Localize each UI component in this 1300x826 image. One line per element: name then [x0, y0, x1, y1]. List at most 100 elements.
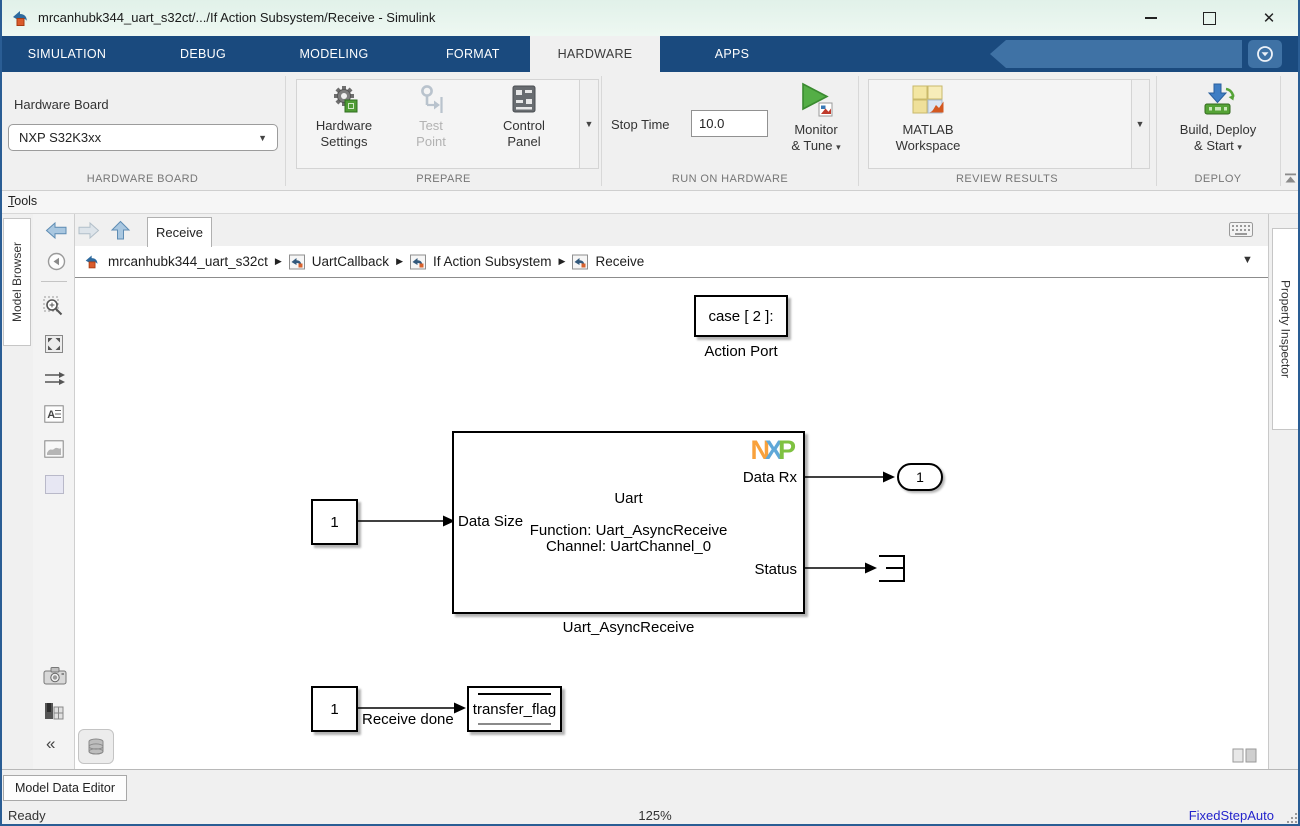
- keyboard-shortcuts-button[interactable]: [1229, 222, 1253, 242]
- fit-to-view-icon: [45, 335, 63, 353]
- close-icon: ✕: [1262, 10, 1276, 27]
- window-border-bottom: [0, 824, 1300, 826]
- collapse-palette-button[interactable]: «: [46, 734, 56, 753]
- tab-receive[interactable]: Receive: [147, 217, 212, 247]
- subsystem-icon: [409, 254, 426, 269]
- area-box-button[interactable]: [45, 475, 64, 494]
- action-port-block[interactable]: case [ 2 ]:: [694, 295, 788, 337]
- close-button[interactable]: ✕: [1246, 0, 1292, 36]
- up-to-parent-button[interactable]: [110, 220, 131, 246]
- viewmark-camera-button[interactable]: [43, 666, 67, 690]
- monitor-tune-label-2: & Tune: [791, 138, 833, 153]
- matlab-workspace-button[interactable]: MATLAB Workspace: [868, 80, 988, 166]
- up-arrow-icon: [110, 220, 131, 240]
- hide-toolstrip-button[interactable]: [1248, 40, 1282, 68]
- chevron-down-icon: ▼: [1135, 119, 1145, 129]
- uart-block-title: Uart: [614, 490, 643, 507]
- signal-routing-button[interactable]: [43, 371, 66, 392]
- uart-channel-line: Channel: UartChannel_0: [545, 538, 712, 555]
- pager-panes-icon: [1232, 748, 1257, 763]
- tools-menu[interactable]: Tools: [8, 194, 38, 208]
- solver-link[interactable]: FixedStepAuto: [1188, 808, 1274, 823]
- hide-explorer-bar-button[interactable]: [47, 252, 66, 276]
- tab-apps[interactable]: APPS: [714, 47, 750, 61]
- hardware-board-value: NXP S32K3xx: [19, 130, 102, 145]
- maximize-button[interactable]: [1186, 0, 1232, 36]
- breadcrumb-item-uartcallback[interactable]: UartCallback: [311, 254, 390, 269]
- action-port-text: case [ 2 ]:: [708, 307, 774, 325]
- prepare-gallery-caret[interactable]: ▼: [580, 79, 599, 169]
- hardware-board-select[interactable]: NXP S32K3xx ▼: [8, 124, 278, 151]
- data-store-name: transfer_flag: [472, 700, 557, 718]
- control-panel-button[interactable]: Control Panel: [472, 80, 576, 166]
- property-inspector-label: Property Inspector: [1278, 279, 1293, 379]
- breadcrumb-dropdown-caret[interactable]: ▼: [1242, 254, 1253, 266]
- breadcrumb-item-if-action-subsystem[interactable]: If Action Subsystem: [432, 254, 552, 269]
- camera-icon: [43, 667, 67, 685]
- group-label-hardware-board: HARDWARE BOARD: [86, 173, 199, 185]
- breadcrumb-bar: [75, 246, 1268, 277]
- control-panel-label-2: Panel: [507, 134, 541, 149]
- nxp-logo: NXP: [750, 435, 796, 465]
- minimize-button[interactable]: [1128, 0, 1174, 36]
- uart-block-label: Uart_AsyncReceive: [562, 619, 695, 636]
- fit-to-view-button[interactable]: [44, 334, 64, 359]
- data-store-write-block[interactable]: transfer_flag: [467, 686, 562, 732]
- uart-asyncreceive-block[interactable]: NXP Data Rx Uart Data Size Function: Uar…: [452, 431, 805, 614]
- tab-hardware[interactable]: HARDWARE: [530, 36, 660, 72]
- data-store-top-line: [478, 693, 551, 695]
- image-button[interactable]: [44, 440, 64, 463]
- group-label-review-results: REVIEW RESULTS: [956, 173, 1058, 185]
- database-stack-icon: [88, 738, 104, 754]
- outport-number: 1: [916, 469, 924, 485]
- zoom-region-icon: [43, 296, 63, 316]
- chevron-down-icon: ▼: [584, 119, 594, 129]
- port-label-status: Status: [754, 561, 797, 578]
- outport-block[interactable]: 1: [897, 463, 943, 491]
- breadcrumb-item-model[interactable]: mrcanhubk344_uart_s32ct: [108, 254, 268, 269]
- build-deploy-button[interactable]: Build, Deploy & Start ▾: [1162, 80, 1274, 172]
- hardware-settings-icon: [334, 86, 358, 113]
- tab-debug[interactable]: DEBUG: [180, 47, 226, 61]
- review-results-gallery-caret[interactable]: ▼: [1131, 79, 1150, 169]
- back-button[interactable]: [45, 221, 68, 245]
- tab-format[interactable]: FORMAT: [446, 47, 500, 61]
- constant-block-top[interactable]: 1: [311, 499, 358, 545]
- group-label-deploy: DEPLOY: [1194, 173, 1242, 185]
- matlab-workspace-icon: [912, 85, 944, 114]
- tab-simulation[interactable]: SIMULATION: [27, 47, 107, 61]
- breadcrumb-separator: ▶: [558, 256, 566, 266]
- breadcrumb: mrcanhubk344_uart_s32ct ▶ UartCallback ▶…: [84, 246, 644, 277]
- monitor-tune-button[interactable]: Monitor & Tune ▾: [776, 80, 856, 172]
- stop-time-input[interactable]: [691, 110, 768, 137]
- status-ready: Ready: [8, 808, 46, 823]
- minimize-toolstrip-button[interactable]: [1281, 169, 1299, 187]
- model-data-access-button[interactable]: [78, 729, 114, 764]
- property-inspector-tab[interactable]: Property Inspector: [1272, 228, 1299, 430]
- viewmarks-browser-button[interactable]: [44, 701, 64, 726]
- breadcrumb-item-receive[interactable]: Receive: [595, 254, 645, 269]
- constant-top-value: 1: [330, 513, 339, 531]
- model-browser-tab[interactable]: Model Browser: [3, 218, 31, 346]
- stop-time-label: Stop Time: [611, 117, 670, 132]
- control-panel-label-1: Control: [503, 118, 545, 133]
- forward-button[interactable]: [77, 221, 100, 245]
- overview-pager-button[interactable]: [1232, 748, 1258, 769]
- build-deploy-icon: [1204, 83, 1235, 115]
- palette-divider: [41, 281, 67, 282]
- tab-modeling[interactable]: MODELING: [299, 47, 369, 61]
- matlab-workspace-label-1: MATLAB: [902, 122, 954, 137]
- resize-grip-icon[interactable]: [1286, 812, 1298, 824]
- group-label-run-on-hardware: RUN ON HARDWARE: [671, 173, 789, 185]
- zoom-region-button[interactable]: [43, 296, 65, 323]
- subsystem-icon: [288, 254, 305, 269]
- svg-text:A: A: [47, 409, 55, 421]
- model-data-editor-tab[interactable]: Model Data Editor: [3, 775, 127, 801]
- hardware-settings-button[interactable]: Hardware Settings: [298, 80, 390, 166]
- test-point-button[interactable]: Test Point: [392, 80, 470, 166]
- constant-block-bottom[interactable]: 1: [311, 686, 358, 732]
- matlab-workspace-label-2: Workspace: [895, 138, 961, 153]
- hardware-board-label: Hardware Board: [14, 97, 109, 112]
- annotation-button[interactable]: A: [44, 405, 64, 428]
- hardware-settings-label-2: Settings: [320, 134, 368, 149]
